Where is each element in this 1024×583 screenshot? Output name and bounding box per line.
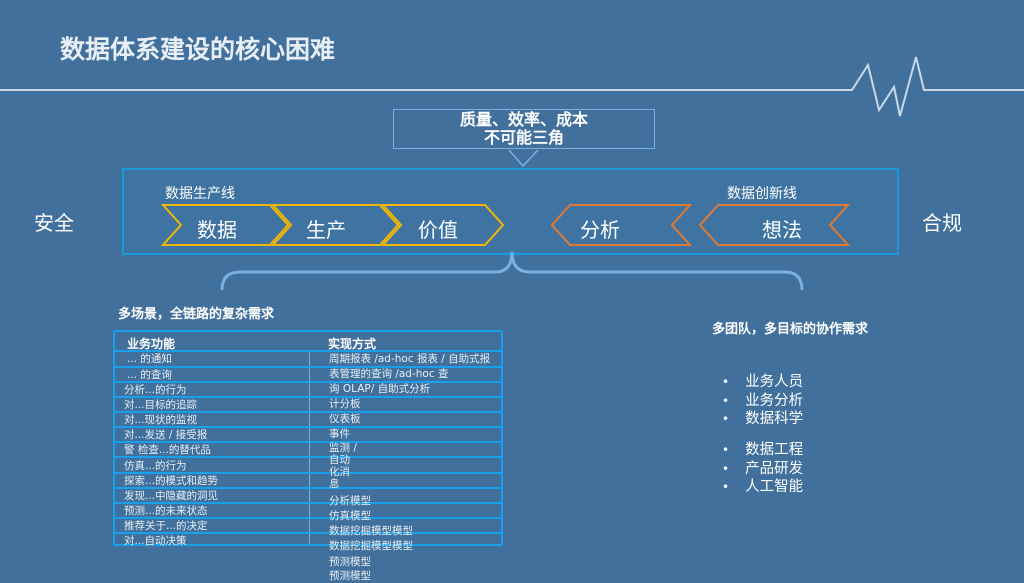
- triangle-line1: 质量、效率、成本: [459, 110, 588, 129]
- function-cell: 分析...的行为: [124, 384, 187, 396]
- team-list-1: 业务人员 业务分析 数据科学: [722, 373, 803, 429]
- pipeline-frame: [122, 168, 899, 255]
- function-cell: 推荐关于...的决定: [124, 520, 208, 532]
- chevron-shapes: [160, 204, 851, 246]
- method-line: 询 OLAP/ 自助式分析: [329, 383, 431, 395]
- compliance-label: 合规: [922, 211, 962, 235]
- function-cell: 对...现状的监视: [124, 414, 198, 426]
- chevron-data: [160, 204, 290, 246]
- step-value: 价值: [418, 218, 458, 242]
- method-line: 数据挖掘模型模型: [329, 525, 413, 537]
- team-list-2: 数据工程 产品研发 人工智能: [722, 441, 803, 497]
- impossible-triangle-box: 质量、效率、成本 不可能三角: [393, 109, 655, 149]
- team-item: 产品研发: [722, 460, 803, 479]
- function-cell: 预测...的未来状态: [124, 505, 208, 517]
- function-cell: 对...目标的追踪: [124, 399, 198, 411]
- chevron-value: [380, 204, 505, 246]
- function-cell: 对...发送 / 接受报: [124, 429, 208, 441]
- step-production: 生产: [306, 218, 346, 242]
- method-line: 监测 /: [329, 442, 357, 454]
- production-line-label: 数据生产线: [165, 186, 235, 202]
- method-line: 自动: [329, 454, 350, 466]
- method-line: 化消: [329, 466, 350, 478]
- function-cell: 警 检查...的替代品: [124, 444, 211, 456]
- right-heading: 多团队，多目标的协作需求: [712, 322, 869, 337]
- method-line: 分析模型: [329, 495, 371, 507]
- security-label: 安全: [34, 211, 74, 235]
- method-line: 事件: [329, 428, 350, 440]
- step-analysis: 分析: [580, 218, 620, 242]
- header-function: 业务功能: [127, 337, 176, 351]
- chevron-production: [270, 204, 400, 246]
- function-cell: ... 的通知: [127, 353, 172, 365]
- method-line: 息: [329, 478, 340, 490]
- step-data: 数据: [197, 218, 237, 242]
- method-line: 数据挖掘模型模型: [329, 540, 413, 552]
- team-item: 数据科学: [722, 410, 803, 429]
- team-item: 数据工程: [722, 441, 803, 460]
- method-line: 周期报表 /ad-hoc 报表 / 自助式报: [329, 353, 491, 365]
- brace-icon: [220, 251, 804, 291]
- function-cell: 探索...的模式和趋势: [124, 475, 219, 487]
- down-arrow-icon: [508, 149, 539, 168]
- method-line: 表管理的查询 /ad-hoc 查: [329, 368, 449, 380]
- chevron-analysis: [550, 204, 693, 246]
- requirements-table: [113, 330, 503, 546]
- team-item: 业务人员: [722, 373, 803, 392]
- header-divider-pulse: [0, 56, 1024, 117]
- function-cell: ... 的查询: [127, 369, 172, 381]
- team-item: 业务分析: [722, 392, 803, 411]
- triangle-line2: 不可能三角: [483, 128, 564, 147]
- left-heading: 多场景，全链路的复杂需求: [118, 307, 275, 322]
- step-idea: 想法: [762, 218, 802, 242]
- chevron-idea: [698, 204, 851, 246]
- innovation-line-label: 数据创新线: [727, 186, 797, 202]
- method-line: 仪表板: [329, 413, 361, 425]
- team-item: 人工智能: [722, 478, 803, 497]
- method-line: 计分板: [329, 398, 361, 410]
- function-cell: 仿真...的行为: [124, 460, 187, 472]
- page-title: 数据体系建设的核心困难: [60, 35, 336, 64]
- method-line: 预测模型: [329, 556, 371, 568]
- function-cell: 对...自动决策: [124, 535, 187, 547]
- header-method: 实现方式: [328, 337, 377, 351]
- function-cell: 发现...中隐藏的洞见: [124, 490, 219, 502]
- method-line: 仿真模型: [329, 510, 371, 522]
